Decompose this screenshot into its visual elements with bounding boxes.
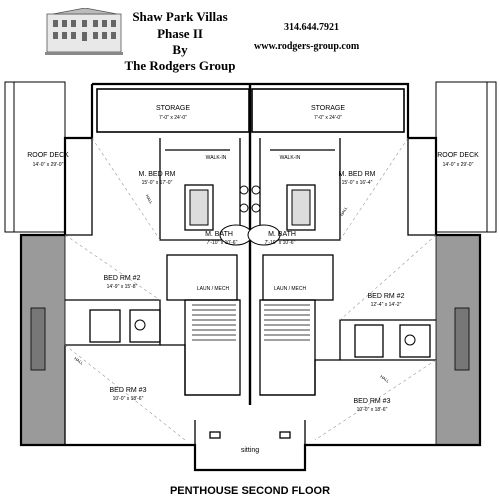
laundry-right-label: LAUN / MECH	[274, 286, 307, 292]
roof-decks	[4, 81, 497, 233]
master-bedroom-left-dim: 15'-0" x 17'-0"	[142, 180, 173, 186]
phone-number: 314.644.7921	[284, 22, 339, 33]
project-by: By	[172, 42, 188, 57]
ceiling-lines	[64, 137, 437, 441]
bedroom-3-left-label: BED RM #3	[110, 387, 147, 394]
master-bath-right-dim: 7'-10" x 10'-6"	[265, 240, 296, 246]
storage-left-label: STORAGE	[156, 105, 190, 112]
hall-left-top: HALL	[145, 194, 155, 206]
exterior-walls	[19, 82, 482, 472]
master-bath-left-label: M. BATH	[205, 231, 233, 238]
roof-deck-left-label: ROOF DECK	[27, 152, 69, 159]
storage-right-dim: 7'-0" x 24'-0"	[314, 115, 342, 121]
storage-left-dim: 7'-0" x 24'-0"	[159, 115, 187, 121]
roof-deck-left-dim: 14'-0" x 29'-0"	[33, 162, 64, 168]
bedroom-2-left-label: BED RM #2	[104, 275, 141, 282]
sitting-label: sitting	[241, 447, 259, 454]
hall-left-bottom: HALL	[73, 356, 85, 366]
project-phase: Phase II	[157, 26, 203, 41]
hall-right-bottom: HALL	[379, 374, 391, 384]
bedroom-2-right-label: BED RM #2	[368, 293, 405, 300]
laundry-left-label: LAUN / MECH	[197, 286, 230, 292]
project-title: Shaw Park Villas	[132, 9, 228, 24]
bedroom-2-right-dim: 12'-4" x 14'-2"	[371, 302, 402, 308]
walkin-left-label: WALK-IN	[206, 155, 227, 161]
bath-fixtures	[134, 185, 416, 346]
roof-deck-right-label: ROOF DECK	[437, 152, 479, 159]
website-url: www.rodgers-group.com	[254, 41, 360, 52]
bedroom-3-left-dim: 10'-0" x 18'-6"	[113, 396, 144, 402]
bedroom-3-right-label: BED RM #3	[354, 398, 391, 405]
master-bath-left-dim: 7'-10" x 10'-6"	[207, 240, 238, 246]
walkin-right-label: WALK-IN	[280, 155, 301, 161]
master-bedroom-right-label: M. BED RM	[339, 171, 376, 178]
hall-right-top: HALL	[339, 205, 349, 217]
roof-deck-right-dim: 14'-0" x 29'-0"	[443, 162, 474, 168]
master-bedroom-left-label: M. BED RM	[139, 171, 176, 178]
floor-title: PENTHOUSE SECOND FLOOR	[170, 485, 330, 497]
developer-name: The Rodgers Group	[124, 58, 236, 73]
bedroom-3-right-dim: 10'-0" x 18'-6"	[357, 407, 388, 413]
stairs	[192, 304, 310, 341]
building-logo-icon	[45, 8, 123, 55]
master-bedroom-right-dim: 15'-0" x 16'-4"	[342, 180, 373, 186]
master-bath-right-label: M. BATH	[268, 231, 296, 238]
bedroom-2-left-dim: 14'-9" x 15'-8"	[107, 284, 138, 290]
storage-right-label: STORAGE	[311, 105, 345, 112]
